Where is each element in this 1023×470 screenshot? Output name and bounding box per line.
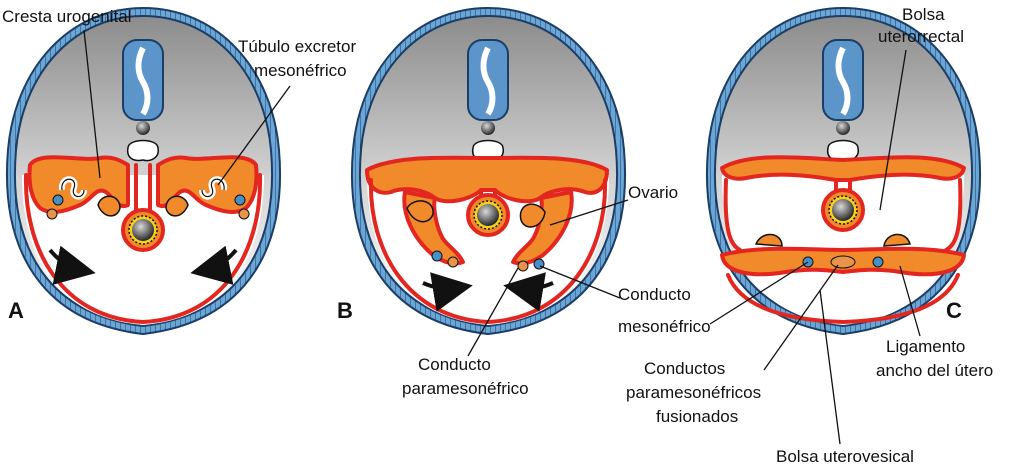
- panel-a: [11, 12, 276, 330]
- label-ovario: Ovario: [628, 183, 678, 202]
- label-tubulo-2: mesonéfrico: [254, 61, 347, 80]
- label-fus-1: Conductos: [644, 359, 725, 378]
- duct-meso-left: [53, 195, 63, 205]
- neural-tube-icon: [123, 40, 163, 120]
- neural-tube-icon: [823, 40, 863, 120]
- label-bolsa-2: uterorrectal: [878, 27, 964, 46]
- duct-para-left: [47, 209, 57, 219]
- duct-para-right: [239, 209, 249, 219]
- label-lig-2: ancho del útero: [876, 361, 993, 380]
- label-cresta-urogenital: Cresta urogenital: [2, 7, 131, 26]
- label-bolsa-vesical: Bolsa uterovesical: [776, 447, 914, 466]
- panel-c: [711, 12, 976, 330]
- panel-letter-a: A: [8, 298, 24, 323]
- label-fus-2: paramesonéfricos: [626, 383, 761, 402]
- label-cond-para-2: paramesonéfrico: [402, 379, 529, 398]
- label-tubulo-1: Túbulo excretor: [238, 37, 356, 56]
- label-bolsa-1: Bolsa: [902, 5, 945, 24]
- neural-tube-icon: [468, 40, 508, 120]
- notochord-icon: [836, 121, 850, 135]
- duct-meso-right: [235, 195, 245, 205]
- label-fus-3: fusionados: [656, 407, 738, 426]
- notochord-icon: [136, 121, 150, 135]
- label-cond-meso-1: Conducto: [618, 285, 691, 304]
- label-cond-para-1: Conducto: [418, 355, 491, 374]
- aorta-icon: [128, 141, 159, 161]
- panel-letter-c: C: [946, 298, 962, 323]
- label-lig-1: Ligamento: [886, 337, 965, 356]
- panel-letter-b: B: [337, 298, 353, 323]
- label-cond-meso-2: mesonéfrico: [618, 317, 711, 336]
- notochord-icon: [481, 121, 495, 135]
- fused-para-ducts: [831, 256, 855, 268]
